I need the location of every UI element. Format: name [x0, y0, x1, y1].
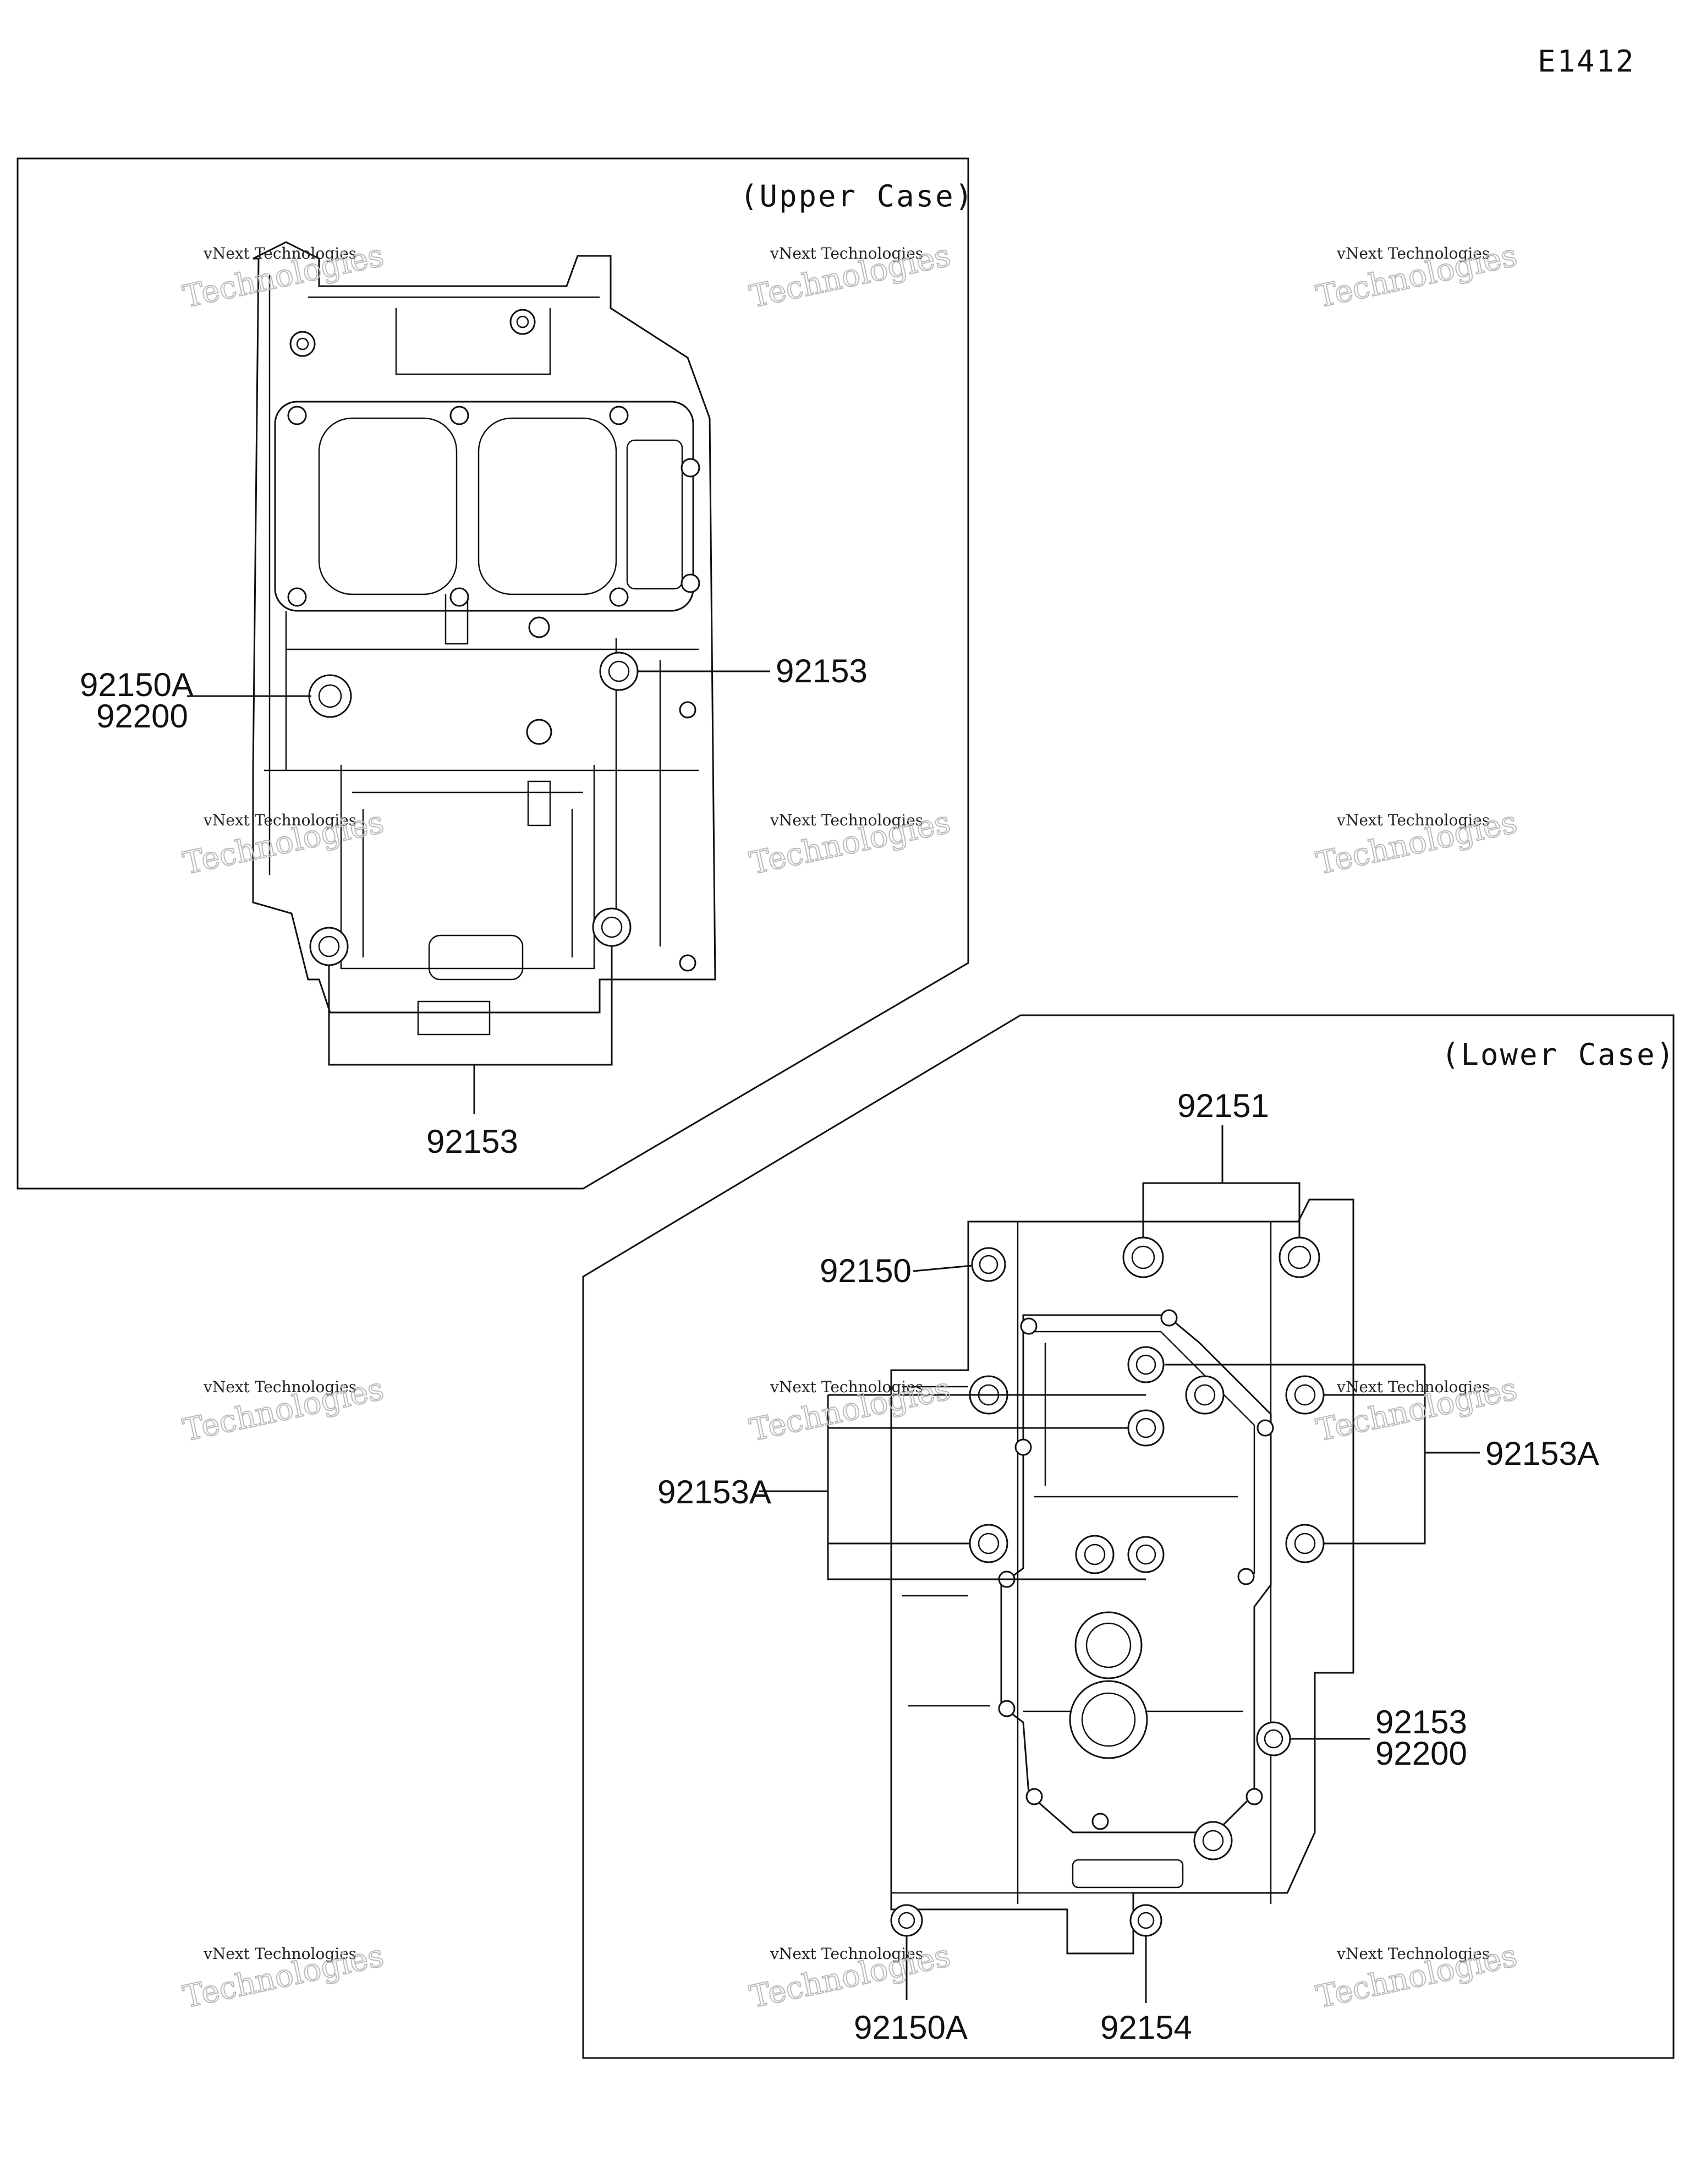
lower-label-92153: 92153 [1375, 1704, 1467, 1740]
lower-case-panel: (Lower Case) [582, 1014, 1676, 2059]
watermark: vNext Technologies Technologies [746, 1937, 954, 2016]
upper-label-92200: 92200 [96, 698, 188, 735]
watermark: vNext Technologies Technologies [1313, 804, 1521, 883]
upper-panel-frame [17, 157, 969, 1190]
watermark: vNext Technologies Technologies [1313, 237, 1521, 316]
lower-label-92150a: 92150A [854, 2009, 968, 2046]
upper-case-panel: (Upper Case) [17, 157, 974, 1190]
svg-text:vNext Technologies: vNext Technologies [770, 1945, 923, 1963]
watermark: vNext Technologies Technologies [179, 1371, 387, 1449]
upper-label-92153-right: 92153 [776, 653, 868, 689]
watermark: vNext Technologies Technologies [179, 237, 387, 316]
watermark: vNext Technologies Technologies [1313, 1937, 1521, 2016]
diagram-code: E1412 [1538, 44, 1636, 79]
watermark: vNext Technologies Technologies [746, 237, 954, 316]
upper-crankcase-drawing [252, 241, 716, 1036]
lower-panel-frame [582, 1014, 1675, 2059]
svg-text:vNext Technologies: vNext Technologies [770, 1378, 923, 1396]
upper-leader-lines [187, 670, 770, 1114]
svg-text:vNext Technologies: vNext Technologies [770, 811, 923, 829]
svg-text:vNext Technologies: vNext Technologies [1336, 244, 1490, 262]
upper-case-title: (Upper Case) [740, 179, 974, 214]
svg-text:vNext Technologies: vNext Technologies [1336, 811, 1490, 829]
lower-label-92154: 92154 [1100, 2009, 1192, 2046]
lower-label-92150: 92150 [820, 1252, 912, 1289]
lower-label-92151: 92151 [1177, 1087, 1269, 1124]
svg-text:vNext Technologies: vNext Technologies [1336, 1945, 1490, 1963]
lower-label-92153a-right: 92153A [1485, 1435, 1599, 1472]
lower-leader-lines [759, 1125, 1480, 2003]
svg-text:vNext Technologies: vNext Technologies [203, 1378, 356, 1396]
lower-case-title: (Lower Case) [1441, 1037, 1676, 1072]
upper-label-92150a: 92150A [80, 666, 194, 703]
svg-text:vNext Technologies: vNext Technologies [1336, 1378, 1490, 1396]
watermarks: vNext Technologies Technologies vNext Te… [179, 237, 1521, 2016]
upper-label-92153-bottom: 92153 [426, 1123, 518, 1160]
svg-text:vNext Technologies: vNext Technologies [203, 244, 356, 262]
watermark: vNext Technologies Technologies [179, 1937, 387, 2016]
svg-text:vNext Technologies: vNext Technologies [203, 811, 356, 829]
lower-crankcase-drawing [890, 1198, 1354, 1955]
watermark: vNext Technologies Technologies [746, 804, 954, 883]
watermark: vNext Technologies Technologies [179, 804, 387, 883]
watermark: vNext Technologies Technologies [746, 1371, 954, 1449]
svg-text:vNext Technologies: vNext Technologies [770, 244, 923, 262]
lower-label-92153a-left: 92153A [657, 1474, 771, 1510]
svg-text:vNext Technologies: vNext Technologies [203, 1945, 356, 1963]
lower-label-92200: 92200 [1375, 1735, 1467, 1772]
